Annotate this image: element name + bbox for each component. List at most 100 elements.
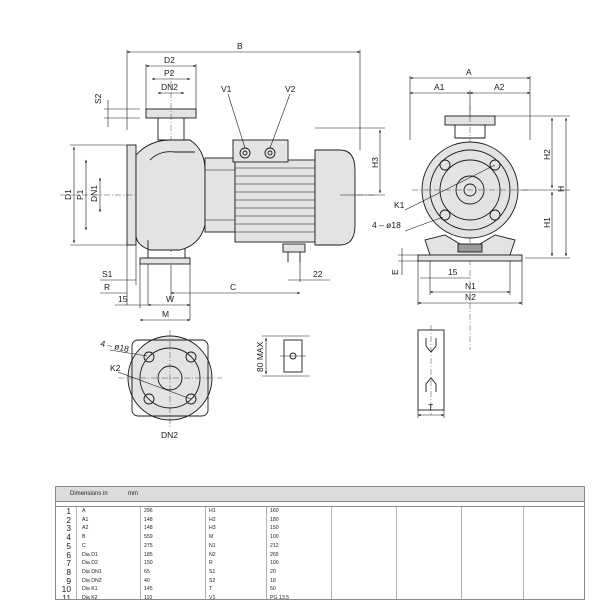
front-holes-label: 4 – ø18 bbox=[372, 220, 401, 230]
table-row: 11 Dia K2 110 V1 PG 13,5 bbox=[56, 593, 584, 600]
foot-slot-detail: T bbox=[417, 325, 445, 418]
table-row: 5 C 275 N1 212 bbox=[56, 540, 584, 551]
table-cell-k1: Dia D1 bbox=[82, 551, 98, 558]
table-cell-v1: 148 bbox=[144, 516, 153, 523]
dim-label-W: W bbox=[166, 294, 174, 304]
table-cell-k1: Dia K1 bbox=[82, 586, 98, 593]
dim-label-D2: D2 bbox=[164, 55, 175, 65]
dim-label-80max: 80 MAX bbox=[255, 341, 265, 372]
table-cell-k1: C bbox=[82, 542, 86, 549]
table-cell-v2: PG 13,5 bbox=[270, 595, 290, 600]
table-cell-k2: H2 bbox=[209, 516, 216, 523]
table-cell-k2: S2 bbox=[209, 577, 216, 584]
table-cell-v2: 100 bbox=[270, 534, 279, 541]
table-cell-v1: 65 bbox=[144, 568, 150, 575]
dim-label-S2: S2 bbox=[93, 93, 103, 104]
table-cell-k2: S1 bbox=[209, 568, 216, 575]
table-cell-v1: 559 bbox=[144, 534, 153, 541]
table-cell-n: 8 bbox=[66, 566, 71, 577]
table-cell-v2: 265 bbox=[270, 551, 279, 558]
front-view: A A1 A2 H2 H1 H K1 4 – ø18 bbox=[372, 67, 570, 350]
flange-holes-label: 4 – ø18 bbox=[100, 338, 131, 354]
table-cell-v2: 160 bbox=[270, 508, 279, 514]
table-cell-k1: Dia D2 bbox=[82, 560, 98, 567]
table-cell-n: 9 bbox=[66, 575, 71, 586]
table-cell-v1: 296 bbox=[144, 508, 153, 514]
table-cell-v1: 148 bbox=[144, 525, 153, 532]
dim-label-P2: P2 bbox=[164, 68, 175, 78]
dim-label-E: E bbox=[390, 269, 400, 275]
table-cell-k2: V1 bbox=[209, 595, 216, 600]
table-cell-k1: Dia DN1 bbox=[82, 568, 102, 575]
dim-label-A2: A2 bbox=[494, 82, 505, 92]
dim-label-V2: V2 bbox=[285, 84, 296, 94]
table-cell-n: 10 bbox=[61, 584, 71, 595]
table-cell-n: 2 bbox=[66, 514, 71, 525]
table-cell-k1: Dia K2 bbox=[82, 595, 98, 600]
side-view: B D2 P2 DN2 S2 D1 P1 DN1 bbox=[60, 41, 385, 322]
table-cell-v2: 50 bbox=[270, 586, 276, 593]
table-cell-v1: 110 bbox=[144, 595, 153, 600]
dim-label-A: A bbox=[466, 67, 472, 77]
flange-detail: 4 – ø18 K2 DN2 bbox=[100, 330, 222, 440]
dim-label-M: M bbox=[162, 309, 169, 319]
table-cell-v2: 20 bbox=[270, 568, 276, 575]
dim-label-H1: H1 bbox=[542, 217, 552, 228]
table-cell-k2: R bbox=[209, 560, 213, 567]
table-cell-v2: 212 bbox=[270, 542, 279, 549]
table-cell-k2: N2 bbox=[209, 551, 216, 558]
table-cell-n: 3 bbox=[66, 523, 71, 534]
table-cell-n: 5 bbox=[66, 540, 71, 551]
dim-label-DN2: DN2 bbox=[161, 82, 178, 92]
table-cell-k1: A1 bbox=[82, 516, 89, 523]
dim-label-R: R bbox=[104, 282, 110, 292]
max-detail: 80 MAX bbox=[255, 335, 310, 377]
table-cell-v2: 18 bbox=[270, 577, 276, 584]
table-cell-n: 4 bbox=[66, 532, 71, 543]
dim-label-S1: S1 bbox=[102, 269, 113, 279]
table-cell-n: 11 bbox=[62, 593, 71, 600]
dim-label-DN2-flange: DN2 bbox=[161, 430, 178, 440]
front-dim-label-15: 15 bbox=[448, 267, 458, 277]
table-row: 2 A1 148 H2 180 bbox=[56, 514, 584, 525]
dim-label-H: H bbox=[556, 186, 566, 192]
dim-label-C: C bbox=[230, 282, 236, 292]
dimensions-title: Dimensions in bbox=[70, 491, 108, 497]
table-cell-n: 6 bbox=[66, 549, 71, 560]
table-cell-v1: 150 bbox=[144, 560, 153, 567]
dim-label-DN1: DN1 bbox=[89, 185, 99, 202]
dim-label-H3: H3 bbox=[370, 157, 380, 168]
motor-fins bbox=[235, 167, 315, 233]
table-cell-k2: N1 bbox=[209, 542, 216, 549]
dim-label-D1: D1 bbox=[63, 189, 73, 200]
dim-label-B: B bbox=[237, 41, 243, 51]
table-cell-v2: 150 bbox=[270, 525, 279, 532]
table-cell-n: 1 bbox=[66, 506, 71, 516]
table-cell-k1: Dia DN2 bbox=[82, 577, 102, 584]
dim-label-K1: K1 bbox=[394, 200, 405, 210]
dim-label-K2: K2 bbox=[110, 363, 121, 373]
pump-dimension-drawing: B D2 P2 DN2 S2 D1 P1 DN1 bbox=[60, 41, 570, 440]
table-cell-n: 7 bbox=[66, 558, 71, 569]
dim-label-N1: N1 bbox=[465, 281, 476, 291]
dimensions-unit: mm bbox=[128, 491, 138, 497]
table-cell-v1: 275 bbox=[144, 542, 153, 549]
dim-label-V1: V1 bbox=[221, 84, 232, 94]
dimensions-table-header: Dimensions in mm bbox=[56, 487, 584, 502]
dim-label-22: 22 bbox=[313, 269, 323, 279]
dim-label-H2: H2 bbox=[542, 149, 552, 160]
table-row: 6 Dia D1 185 N2 265 bbox=[56, 549, 584, 560]
table-cell-v1: 185 bbox=[144, 551, 153, 558]
table-spacer bbox=[56, 502, 584, 507]
table-cell-v2: 180 bbox=[270, 516, 279, 523]
dim-label-15: 15 bbox=[118, 294, 128, 304]
dim-label-P1: P1 bbox=[75, 189, 85, 200]
